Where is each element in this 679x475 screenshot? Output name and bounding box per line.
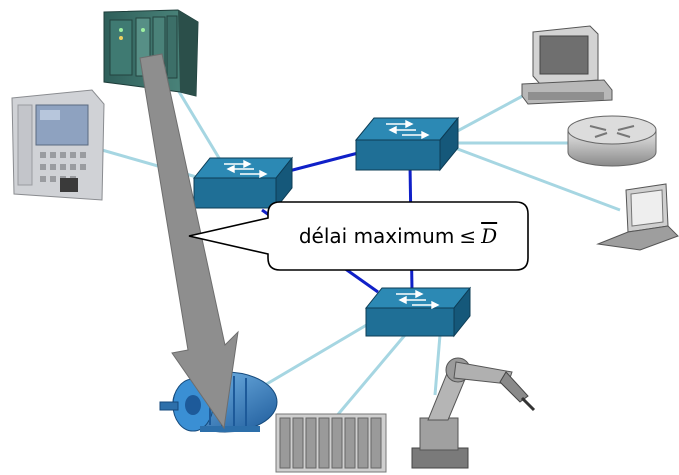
laptop-icon [596, 183, 679, 251]
link-laptop-switch2 [454, 146, 621, 212]
max-delay-variable: D [481, 224, 498, 248]
network-switch-icon [192, 156, 294, 210]
link-robot-switch3 [433, 334, 442, 396]
hmi-panel-icon [11, 89, 105, 201]
access-links [94, 84, 621, 419]
link-motor-switch3 [264, 318, 376, 387]
link-switch1-switch2 [284, 150, 363, 174]
io-modules-icon [275, 413, 387, 473]
router-icon [567, 115, 657, 167]
link-workstation-switch2 [449, 90, 531, 137]
delay-path-arrow [139, 53, 239, 430]
callout-text: délai maximum [298, 224, 455, 248]
desktop-computer-icon [521, 25, 613, 105]
delay-callout [188, 201, 529, 271]
network-switch-icon [354, 116, 460, 172]
leq-symbol: ≤ [459, 224, 477, 248]
industrial-robot-icon [411, 357, 536, 469]
network-switch-icon [364, 286, 472, 338]
link-plc-switch1 [173, 84, 227, 169]
delay-callout-label: délai maximum ≤ D [268, 203, 528, 269]
link-io-switch3 [333, 334, 407, 419]
